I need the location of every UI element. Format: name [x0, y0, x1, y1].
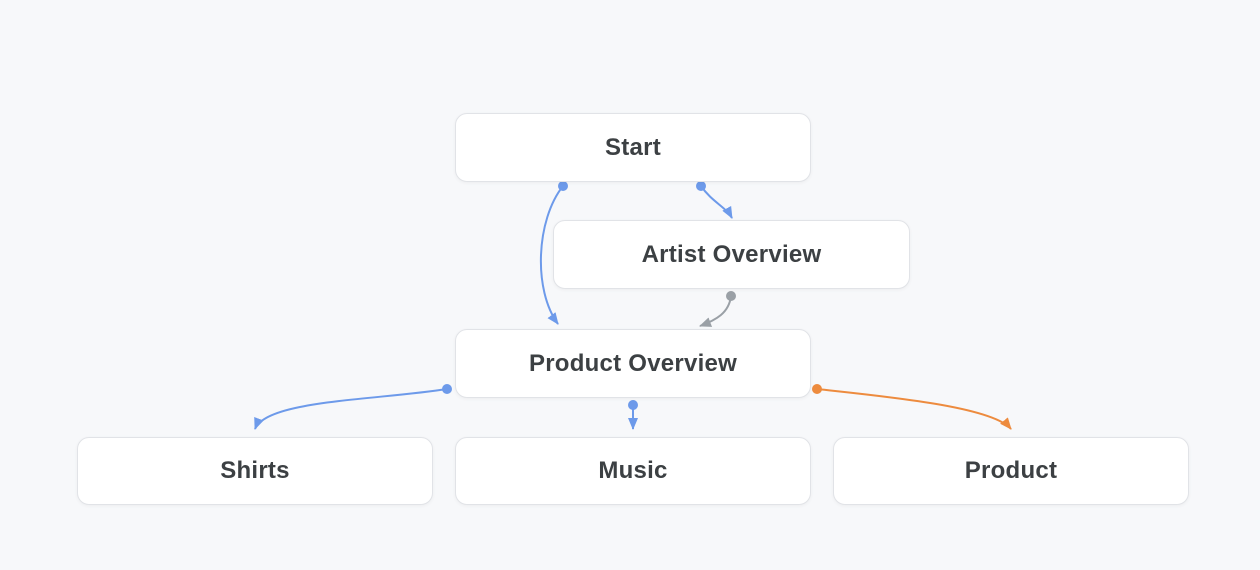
node-label: Product [964, 457, 1058, 484]
node-artist-overview[interactable]: Artist Overview [553, 220, 910, 289]
node-label: Start [605, 133, 661, 161]
edge-start-to-product-overview [539, 185, 564, 325]
node-product-overview[interactable]: Product Overview [455, 329, 811, 398]
node-shirts[interactable]: Shirts [77, 437, 433, 505]
node-product[interactable]: Product [833, 437, 1189, 505]
node-label: Artist Overview [641, 240, 822, 268]
edge-source-dot [628, 400, 638, 410]
edge-source-dot [726, 291, 736, 301]
node-label: Shirts [220, 457, 290, 484]
edge-product-overview-to-shirts [254, 388, 448, 430]
node-label: Music [598, 457, 668, 484]
edge-source-dot [812, 384, 822, 394]
edge-source-dot [696, 181, 706, 191]
node-label: Product Overview [528, 349, 738, 377]
edge-source-dot [558, 181, 568, 191]
node-start[interactable]: Start [455, 113, 811, 182]
edge-start-to-artist-overview [700, 185, 733, 219]
edge-artist-overview-to-product-overview [699, 295, 732, 327]
edge-product-overview-to-product [816, 388, 1012, 430]
node-music[interactable]: Music [455, 437, 811, 505]
edge-source-dot [442, 384, 452, 394]
